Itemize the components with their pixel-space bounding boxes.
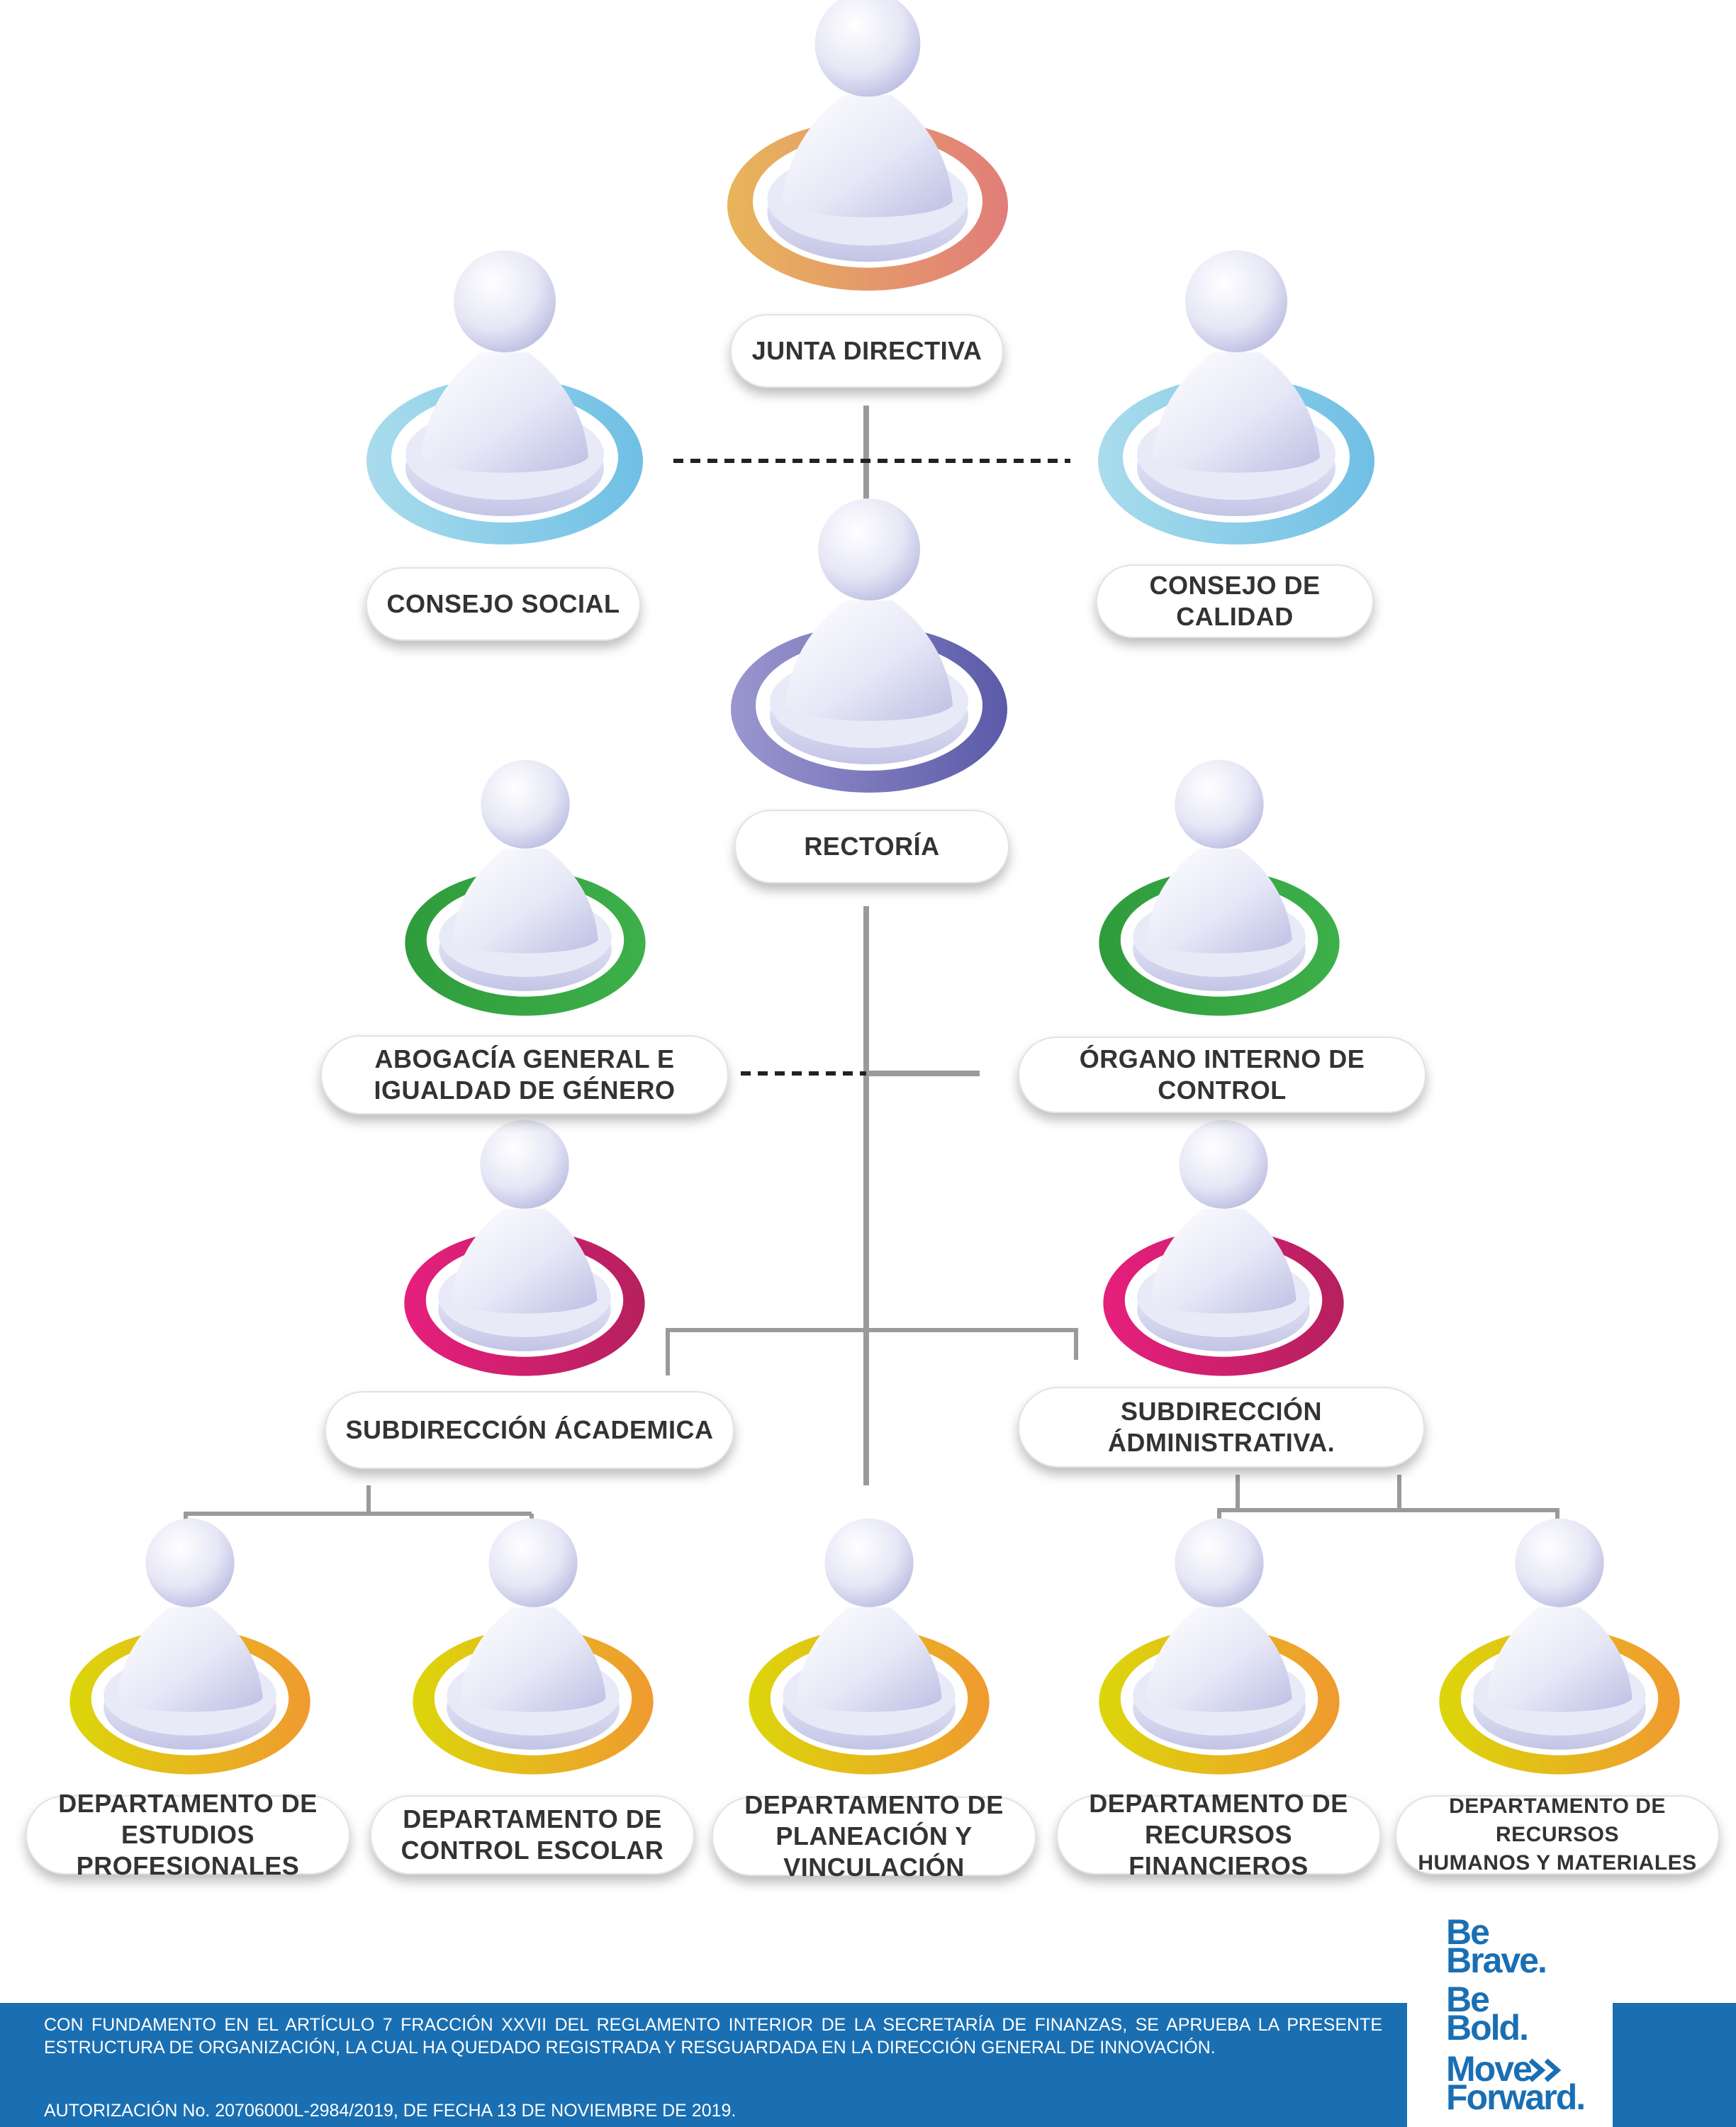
node-label-line: JUNTA DIRECTIVA [751,336,982,365]
figure-abogacia-icon [405,759,646,1016]
node-label-line: HUMANOS Y MATERIALES [1418,1851,1697,1875]
node-label-line: SUBDIRECCIÓN [1120,1397,1322,1426]
brand-line: Forward. [1446,2077,1586,2117]
node-junta-directiva: JUNTA DIRECTIVA [730,314,1004,388]
figure-rectoria-icon [731,498,1007,793]
node-label-line: RECTORÍA [804,832,940,861]
node-label-line: ÓRGANO INTERNO DE CONTROL [1079,1044,1365,1105]
node-dep-control: DEPARTAMENTO DE CONTROL ESCOLAR [370,1795,695,1875]
node-organo-interno: ÓRGANO INTERNO DE CONTROL [1018,1037,1426,1113]
node-label-line: DEPARTAMENTO DE [1089,1789,1348,1818]
node-label-line: DEPARTAMENTO DE [403,1804,662,1833]
node-label-line: SUBDIRECCIÓN ÁCADEMICA [345,1415,714,1444]
figure-sub-academica-icon [404,1120,645,1376]
brand-panel [1407,1907,1613,2127]
node-consejo-social: CONSEJO SOCIAL [366,567,641,641]
figure-dep-financieros-icon [1099,1518,1340,1775]
node-abogacia: ABOGACÍA GENERAL E IGUALDAD DE GÉNERO [320,1035,729,1115]
footer-band-right [1613,2003,1736,2127]
node-dep-humanos: DEPARTAMENTO DE RECURSOS HUMANOS Y MATER… [1395,1794,1720,1875]
node-label-line: PLANEACIÓN Y VINCULACIÓN [775,1821,973,1882]
node-label-line: DEPARTAMENTO DE [744,1790,1004,1819]
brand-slogan-bold: Be Bold. [1446,1980,1616,2048]
node-label-line: DEPARTAMENTO DE [58,1789,318,1818]
footer-authorization: AUTORIZACIÓN No. 20706000L-2984/2019, DE… [44,2101,737,2121]
node-rectoria: RECTORÍA [734,810,1009,883]
double-chevron-right-icon [1528,2058,1562,2082]
brand-line: Move [1446,2049,1533,2089]
node-label-line: IGUALDAD DE GÉNERO [374,1076,676,1105]
brand-slogan-forward: Move Forward. [1446,2049,1616,2117]
figure-dep-control-icon [413,1518,654,1775]
node-label-line: CONSEJO DE CALIDAD [1149,571,1321,631]
figure-consejo-social-icon [366,250,643,545]
node-label-line: DEPARTAMENTO DE RECURSOS [1449,1794,1666,1846]
figure-organo-icon [1099,759,1340,1016]
figure-dep-humanos-icon [1439,1518,1680,1775]
node-label-line: RECURSOS FINANCIEROS [1129,1820,1309,1880]
figure-junta-directiva-icon [727,0,1008,291]
dotted-connectors [673,459,1070,1076]
brand-line: Brave. [1446,1941,1547,1980]
node-dep-financieros: DEPARTAMENTO DE RECURSOS FINANCIEROS [1056,1789,1381,1880]
node-subdireccion-administrativa: SUBDIRECCIÓN ÁDMINISTRATIVA. [1018,1387,1425,1468]
node-label-line: ESTUDIOS PROFESIONALES [76,1820,300,1880]
node-label-line: CONTROL ESCOLAR [401,1836,664,1865]
figure-dep-planeacion-icon [749,1518,990,1775]
node-consejo-calidad: CONSEJO DE CALIDAD [1096,564,1374,638]
brand-line: Be [1446,1912,1490,1952]
node-subdireccion-academica: SUBDIRECCIÓN ÁCADEMICA [325,1391,734,1469]
brand-line: Bold. [1446,2008,1529,2048]
brand-slogan-brave: Be Brave. [1446,1912,1616,1980]
node-dep-planeacion: DEPARTAMENTO DE PLANEACIÓN Y VINCULACIÓN [712,1790,1036,1882]
brand-line: Be [1446,1980,1490,2019]
figure-dep-estudios-icon [69,1518,310,1775]
node-label-line: CONSEJO SOCIAL [386,589,620,618]
node-label-line: ÁDMINISTRATIVA. [1107,1428,1335,1457]
node-label-line: ABOGACÍA GENERAL E [374,1044,675,1073]
footer-legal-text: CON FUNDAMENTO EN EL ARTÍCULO 7 FRACCIÓN… [44,2015,1382,2058]
figure-sub-admin-icon [1103,1120,1344,1376]
figure-consejo-calidad-icon [1098,250,1374,545]
node-dep-estudios: DEPARTAMENTO DE ESTUDIOS PROFESIONALES [26,1789,350,1880]
